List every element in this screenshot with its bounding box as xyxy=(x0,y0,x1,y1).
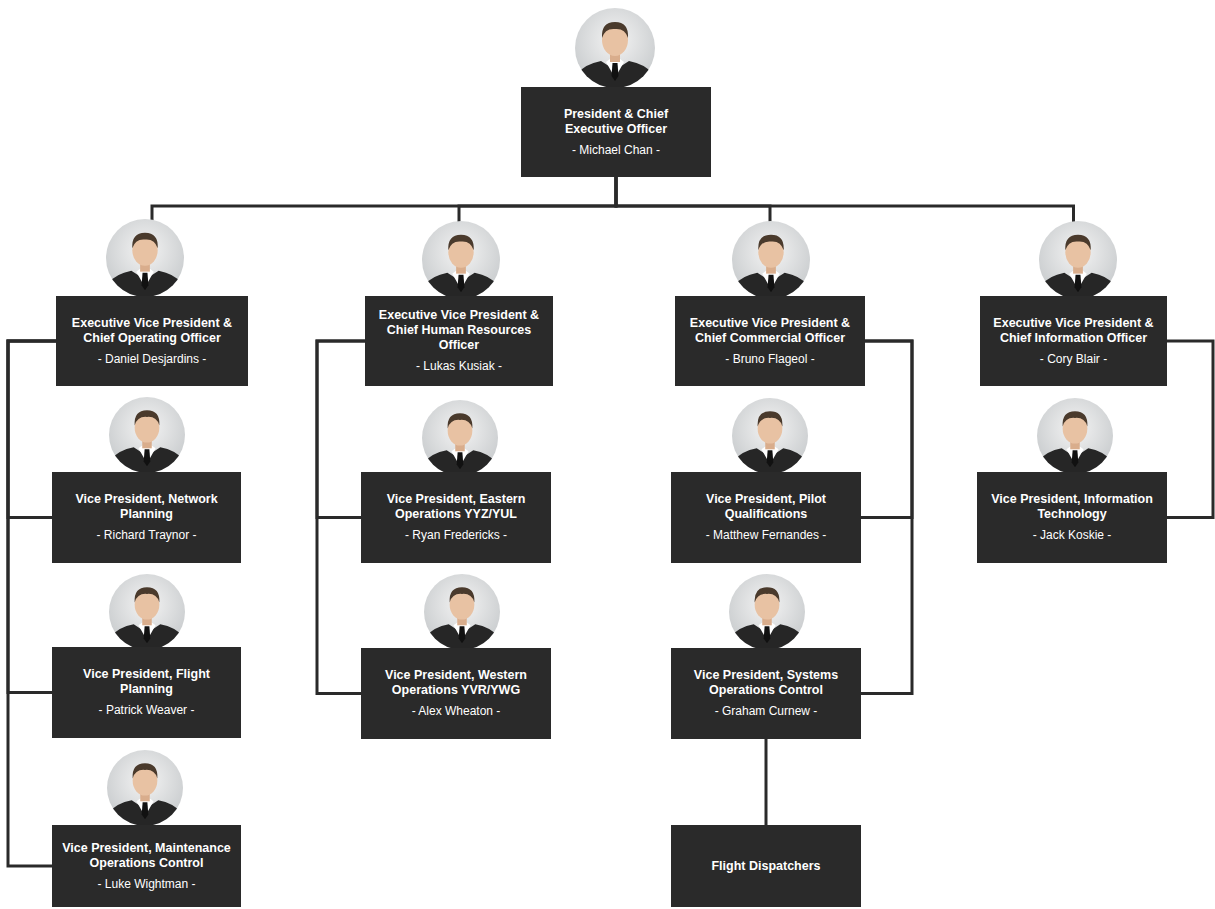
person-name: - Ryan Fredericks - xyxy=(405,528,507,543)
role-title: Vice President, Pilot Qualifications xyxy=(676,492,856,522)
org-box: Vice President, Eastern Operations YYZ/Y… xyxy=(361,472,551,563)
portrait-photo xyxy=(1037,398,1113,474)
role-title: Executive Vice President & Chief Informa… xyxy=(985,316,1162,346)
connector-line xyxy=(8,341,56,693)
org-box: Vice President, Pilot Qualifications - Ma… xyxy=(671,472,861,563)
portrait-photo xyxy=(1039,221,1117,299)
org-box: Executive Vice President & Chief Commerc… xyxy=(675,296,865,386)
connector-line xyxy=(1167,341,1213,518)
role-title: Executive Vice President & Chief Operati… xyxy=(61,316,243,346)
connector-line xyxy=(8,341,56,518)
role-title: Vice President, Western Operations YVR/Y… xyxy=(366,668,546,698)
connector-line xyxy=(861,341,912,518)
connector-line xyxy=(616,177,1074,296)
person-name: - Bruno Flageol - xyxy=(725,352,814,367)
role-title: Vice President, Network Planning xyxy=(57,492,236,522)
org-box: President & Chief Executive Officer - Mic… xyxy=(521,87,711,177)
org-box: Flight Dispatchers xyxy=(671,825,861,907)
org-box: Vice President, Systems Operations Contr… xyxy=(671,648,861,739)
org-box: Vice President, Information Technology - … xyxy=(977,472,1167,563)
portrait-photo xyxy=(106,219,184,297)
role-title: Vice President, Systems Operations Contr… xyxy=(676,668,856,698)
org-box: Vice President, Western Operations YVR/Y… xyxy=(361,648,551,739)
role-title: Executive Vice President & Chief Human R… xyxy=(370,308,548,353)
org-box: Executive Vice President & Chief Operati… xyxy=(56,296,248,386)
portrait-photo xyxy=(575,8,655,88)
portrait-photo xyxy=(422,221,500,299)
portrait-photo xyxy=(422,400,498,476)
connector-line xyxy=(765,739,768,825)
org-box: Vice President, Maintenance Operations C… xyxy=(52,825,241,907)
portrait-photo xyxy=(732,398,808,474)
person-name: - Patrick Weaver - xyxy=(99,703,195,718)
person-name: - Luke Wightman - xyxy=(97,877,195,892)
connector-line xyxy=(317,341,365,694)
org-box: Executive Vice President & Chief Human R… xyxy=(365,296,553,386)
person-name: - Richard Traynor - xyxy=(96,528,196,543)
person-name: - Michael Chan - xyxy=(572,143,660,158)
role-title: Vice President, Eastern Operations YYZ/Y… xyxy=(366,492,546,522)
person-name: - Graham Curnew - xyxy=(715,704,818,719)
role-title: Vice President, Information Technology xyxy=(982,492,1162,522)
role-title: Flight Dispatchers xyxy=(711,859,820,874)
org-box: Executive Vice President & Chief Informa… xyxy=(980,296,1167,386)
person-name: - Matthew Fernandes - xyxy=(706,528,827,543)
person-name: - Jack Koskie - xyxy=(1033,528,1112,543)
portrait-photo xyxy=(732,221,810,299)
person-name: - Alex Wheaton - xyxy=(412,704,501,719)
org-box: Vice President, Network Planning - Richar… xyxy=(52,472,241,563)
portrait-photo xyxy=(109,574,185,650)
connector-line xyxy=(317,341,365,518)
connector-line xyxy=(152,177,616,296)
portrait-photo xyxy=(424,574,500,650)
portrait-photo xyxy=(107,750,183,826)
portrait-photo xyxy=(729,574,805,650)
connector-line xyxy=(861,341,912,694)
role-title: Vice President, Maintenance Operations C… xyxy=(57,841,236,871)
role-title: President & Chief Executive Officer xyxy=(534,107,699,137)
person-name: - Lukas Kusiak - xyxy=(416,359,502,374)
role-title: Executive Vice President & Chief Commerc… xyxy=(680,316,860,346)
portrait-photo xyxy=(109,397,185,473)
role-title: Vice President, Flight Planning xyxy=(57,667,236,697)
person-name: - Daniel Desjardins - xyxy=(98,352,207,367)
connector-line xyxy=(8,341,56,866)
person-name: - Cory Blair - xyxy=(1040,352,1107,367)
org-box: Vice President, Flight Planning - Patrick… xyxy=(52,647,241,738)
